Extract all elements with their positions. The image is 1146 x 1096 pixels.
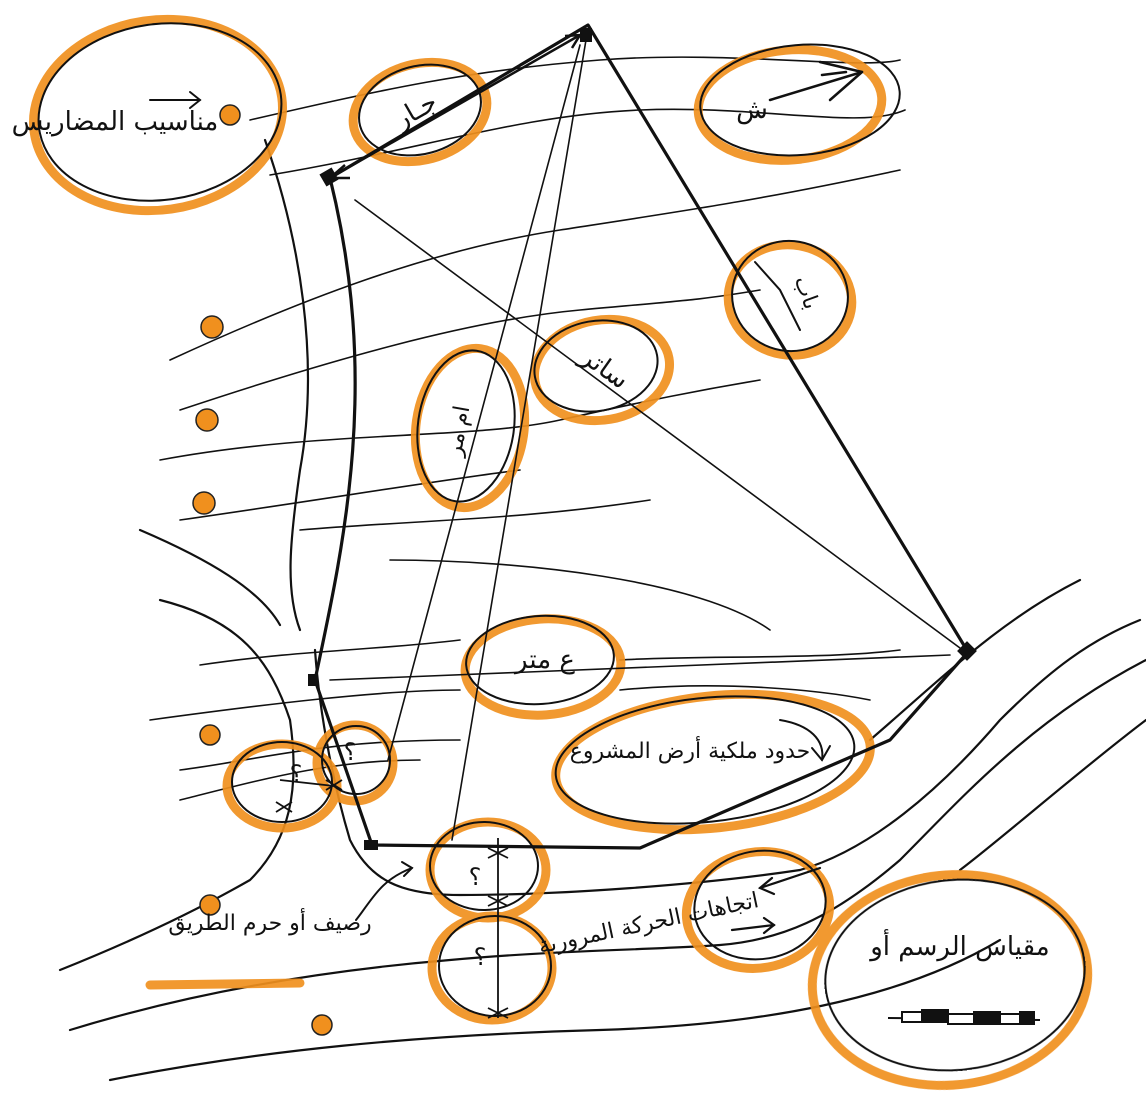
spot-dot — [199, 894, 221, 916]
spot-level-dots — [192, 104, 333, 1036]
spot-dot — [192, 491, 216, 515]
dimension-lines — [329, 24, 961, 841]
neighbor-arrow — [326, 33, 583, 180]
corner-marker — [364, 840, 378, 850]
contour-lines — [149, 56, 906, 801]
setback-label: رصيف أو حرم الطريق — [168, 908, 371, 936]
levels-label: مناسيب المضاريس — [12, 107, 219, 137]
ink-circles — [37, 22, 1086, 1072]
corner-marker — [319, 167, 339, 187]
levels-arrow — [149, 91, 202, 109]
neighbor-label: جـار — [388, 87, 443, 136]
unknown-mark: ؟ — [290, 760, 303, 788]
scale-label: مقياس الرسم أو — [868, 928, 1049, 962]
dimension-right-label: ساتر — [573, 340, 634, 395]
corner-marker — [957, 641, 977, 661]
spot-dot — [219, 104, 241, 126]
road — [58, 138, 1146, 1082]
gate-label: باب — [789, 273, 824, 313]
traffic-arrows — [730, 866, 822, 935]
spot-dot — [200, 315, 224, 339]
spot-dot — [311, 1014, 333, 1036]
spot-dot — [199, 724, 221, 746]
unknown-mark: ؟ — [344, 738, 357, 766]
site-boundary — [313, 23, 970, 850]
unknown-mark: ؟ — [469, 863, 482, 891]
north-arrow-icon — [768, 60, 864, 102]
dimension-bottom-label: ع متر — [513, 645, 575, 675]
north-label: ش — [736, 95, 768, 125]
gate-arrow — [754, 261, 801, 331]
spot-dot — [195, 408, 219, 432]
setback-arrow — [355, 861, 414, 921]
road-width-dimensions — [275, 779, 509, 1019]
corner-marker — [580, 28, 592, 42]
ownership-arrow — [779, 719, 831, 762]
corner-marker — [308, 674, 318, 686]
ownership-label: حدود ملكية أرض المشروع — [570, 736, 811, 764]
unknown-mark: ؟ — [474, 943, 487, 971]
corner-markers — [308, 28, 977, 850]
scale-bar — [887, 1009, 1041, 1025]
